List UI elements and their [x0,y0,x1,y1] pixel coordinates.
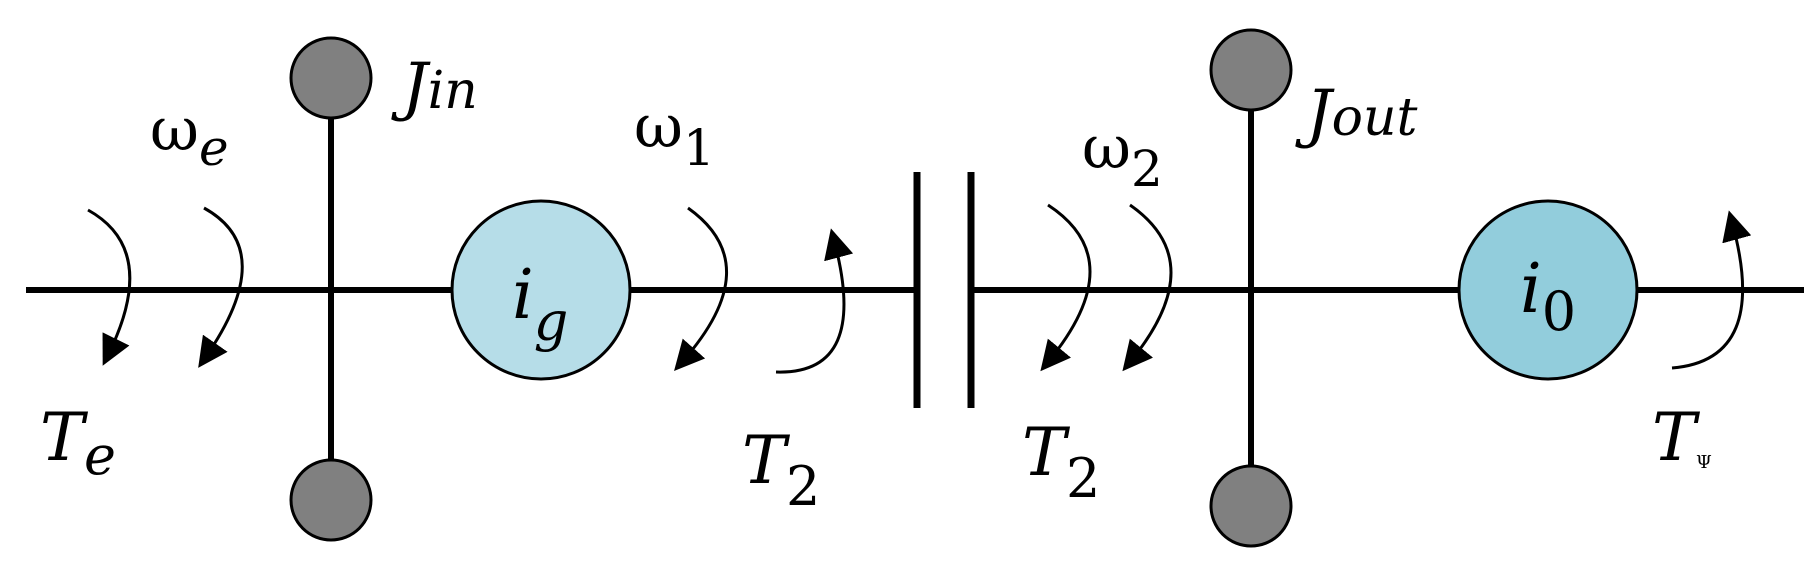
label-torque-2-right: T2 [1022,414,1100,510]
arrow-torque-2-left [775,228,854,374]
arrow-omega-e [198,206,244,368]
arrow-torque-psi [1671,210,1752,370]
arrow-omega-2 [1122,203,1173,372]
label-gear-i0: i0 [1520,250,1576,343]
j-in-disk-bottom [289,458,373,542]
j-in-disk-top [289,36,373,120]
label-torque-psi: TΨ [1652,399,1712,476]
arrow-omega-1 [674,206,729,371]
label-omega-2: ω2 [1082,113,1163,198]
arrow-torque-2-right [1040,203,1092,372]
j-out-disk-bottom [1209,464,1293,548]
label-j-in: Jin [391,50,478,124]
label-gear-ig: ig [512,256,568,353]
label-omega-1: ω1 [634,92,715,177]
j-out-disk-top [1209,28,1293,112]
label-torque-e: Te [40,399,116,487]
gear-i0-circle [1457,199,1639,381]
gear-ig-circle [450,199,632,381]
label-omega-e: ωe [150,95,229,177]
label-torque-2-left: T2 [742,422,820,518]
arrow-torque-e [87,208,132,366]
label-j-out: Jout [1295,77,1417,151]
